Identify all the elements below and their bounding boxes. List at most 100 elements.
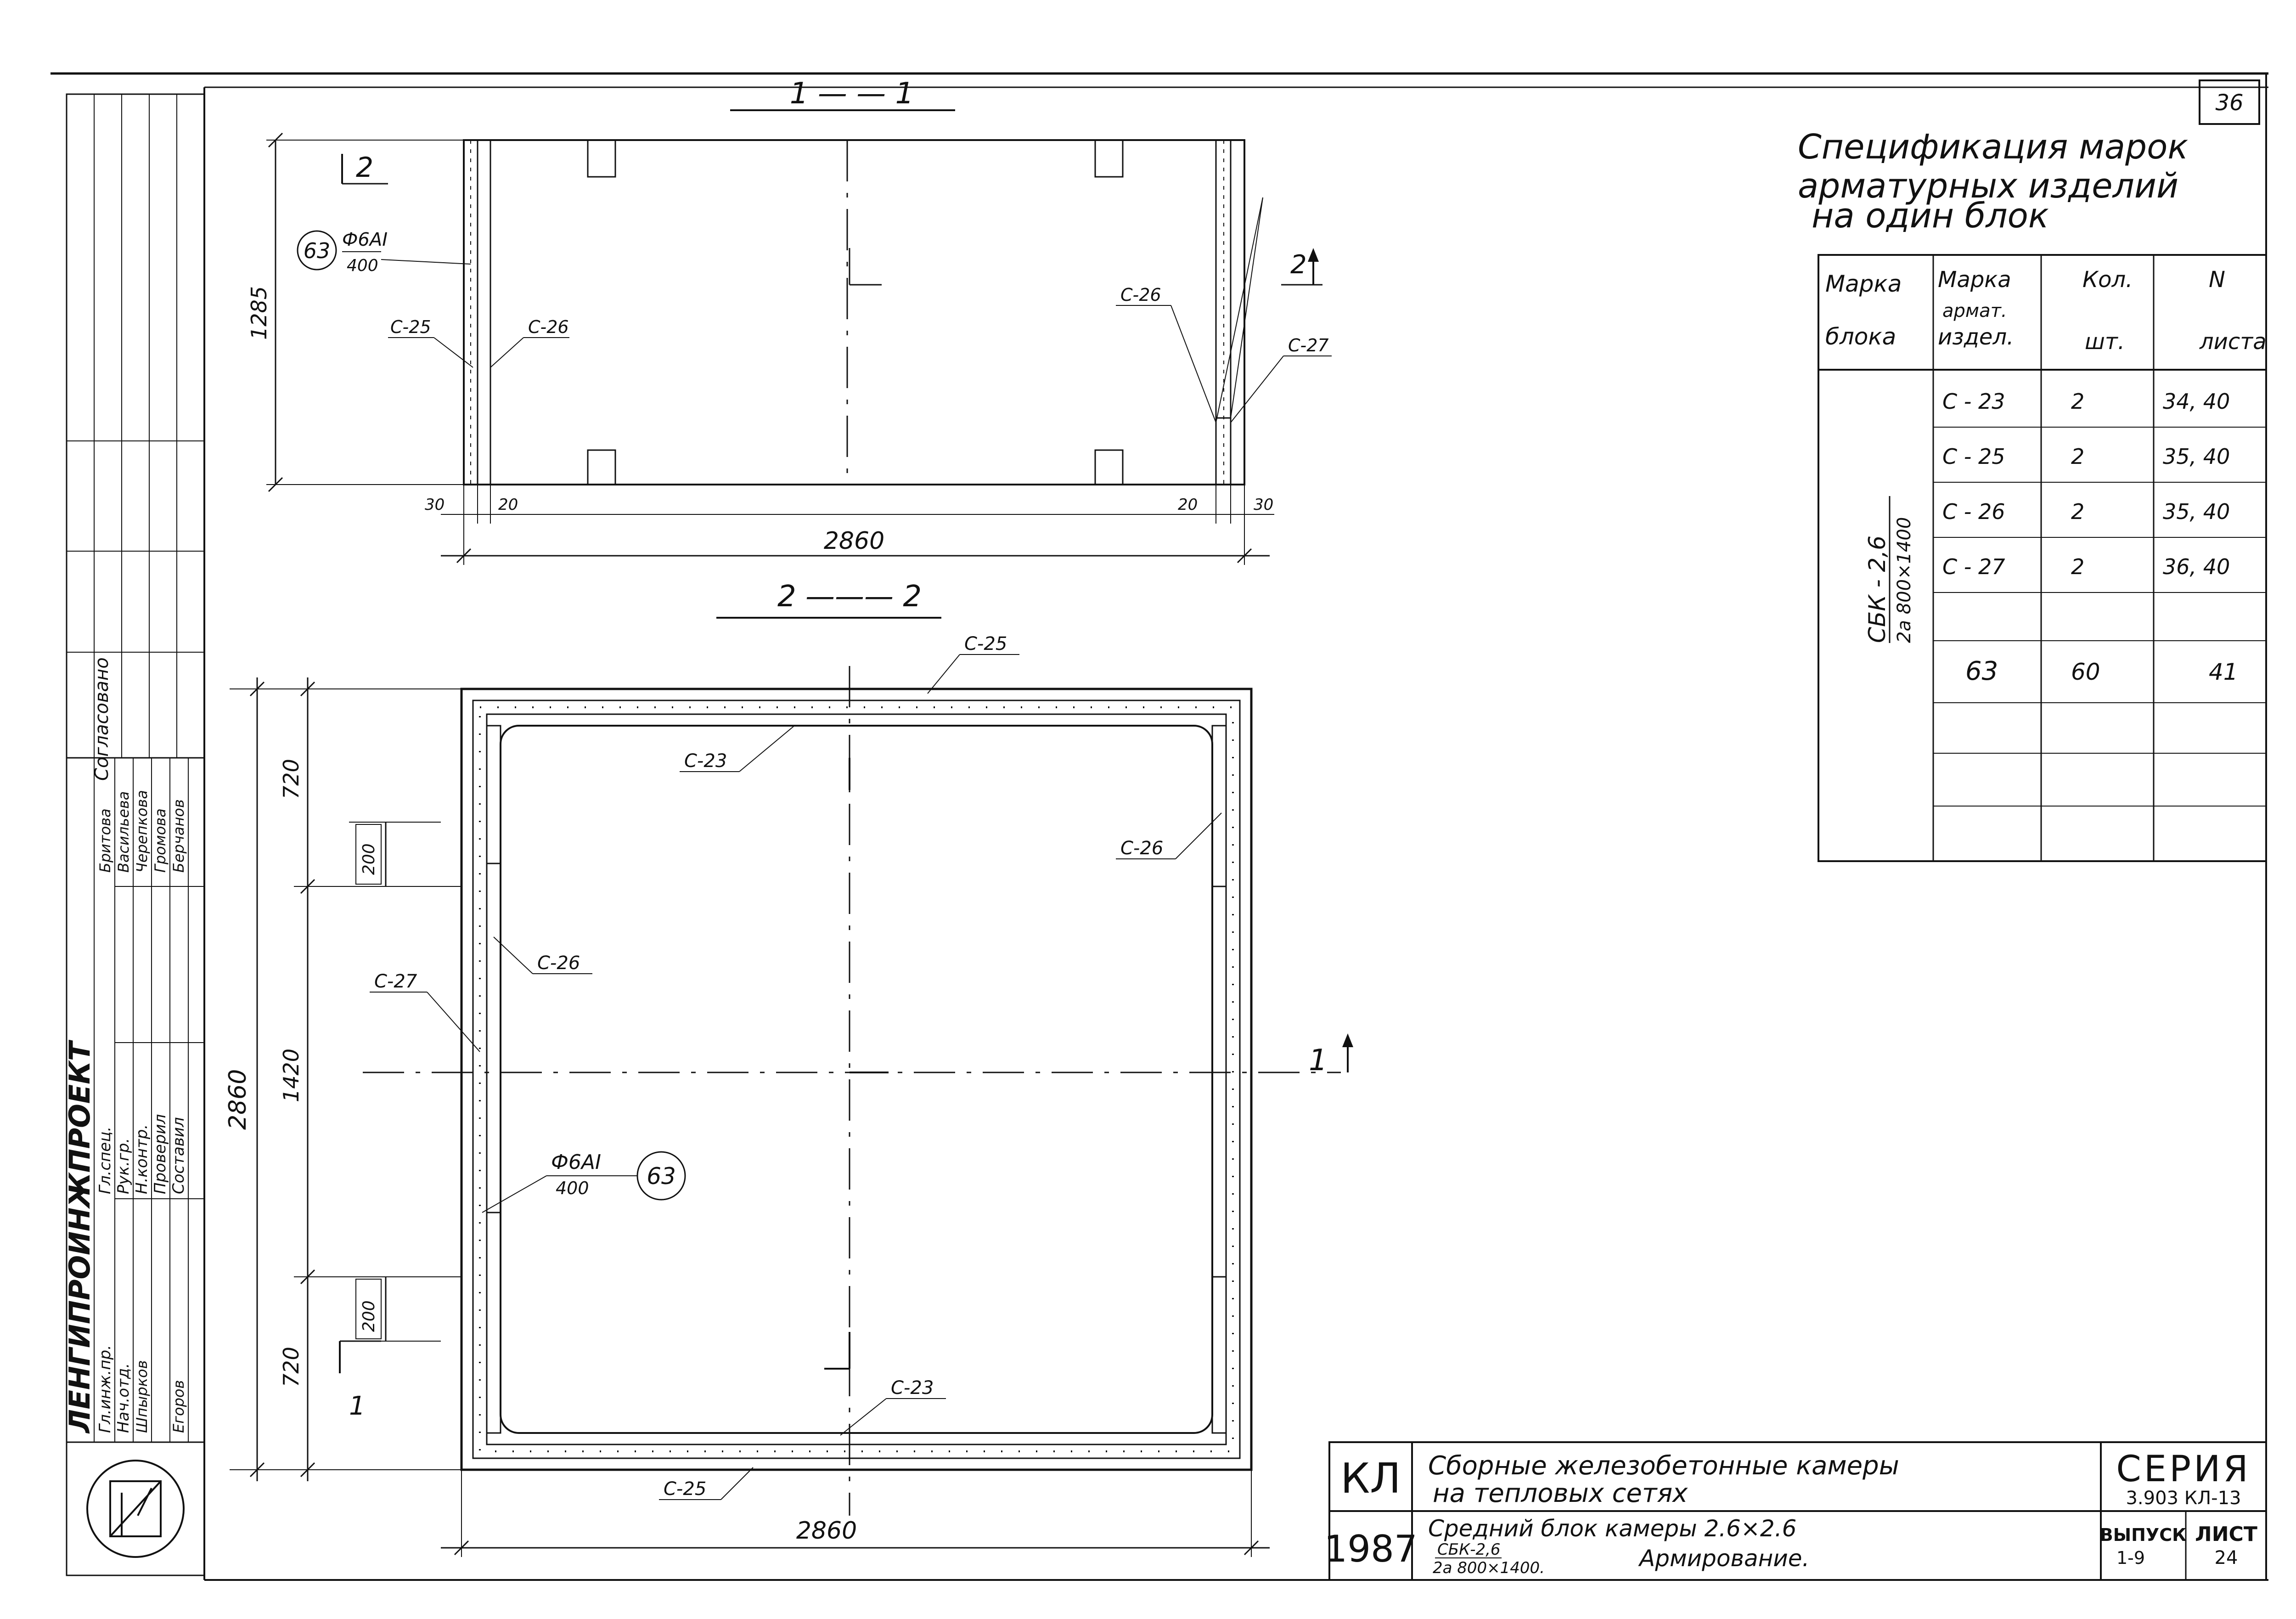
stamp-role-7: Нач.отд. [114,1363,133,1433]
bar-63-len-plan: 400 [556,1178,589,1198]
elev-label-c27: С-27 [1288,335,1329,355]
spec-hdr-block-1: Марка [1825,271,1902,297]
bar-63-bubble-elev [297,230,337,271]
bar-63-num-elev: 63 [304,238,331,263]
elevation-width-dim: 2860 [824,527,884,555]
stamp-name-7: Егоров [170,1380,187,1433]
stamp-name-6: Шпырков [133,1360,151,1433]
spec-r2-item: С - 26 [1942,499,2005,524]
section-mark-1-right: 1 [1309,1044,1328,1077]
side-stamp-frame [66,93,205,1576]
bar-63-len-elev: 400 [347,256,378,275]
spec-hdr-sheet-2: листа [2199,329,2267,355]
plan-dim-1420: 1420 [279,1049,304,1102]
side-stamp: Согласовано ЛЕНГИПРОИНЖПРОЕКТ Гл.спец. Р… [63,93,205,1576]
sheet-number: 36 [2215,90,2243,116]
section-1-1-title: 1 — — 1 [790,77,914,111]
section-2-2: 2 ——— 2 1 1 2860 [224,580,1353,1557]
sheet-number-box [2199,79,2260,125]
section-mark-2-left: 2 [356,152,373,184]
elev-dim-30-right: 30 [1254,496,1273,514]
elev-label-c26-left: С-26 [528,317,569,337]
stamp-name-3: Черепкова [133,790,151,873]
tb-sheet-value: 24 [2215,1547,2238,1568]
elev-label-c25: С-25 [390,317,431,337]
stamp-name-1: Бритова [96,808,114,873]
spec-block-mark-top: СБК - 2,6 [1864,536,1891,643]
elev-dim-20-left: 20 [498,496,518,514]
spec-r0-qty: 2 [2071,389,2084,414]
section-mark-1-left: 1 [349,1391,366,1421]
tb-sub-mark-top: СБК-2,6 [1437,1540,1501,1559]
plan-dim-200-top: 200 [360,843,378,875]
spec-r2-sheet: 35, 40 [2163,499,2230,524]
stamp-organization: ЛЕНГИПРОИНЖПРОЕКТ [63,1039,96,1434]
spec-r0-item: С - 23 [1942,389,2005,414]
spec-hdr-item-1: Марка [1938,267,2011,293]
spec-r5-sheet: 41 [2209,659,2238,685]
spec-r1-qty: 2 [2071,444,2084,469]
stamp-agreed: Согласовано [91,657,113,781]
stamp-name-5: Берчанов [170,799,187,873]
spec-r1-item: С - 25 [1942,444,2005,469]
tb-title-line1: Сборные железобетонные камеры [1428,1451,1899,1481]
title-block: КЛ 1987 Сборные железобетонные камеры на… [1324,1441,2267,1581]
stamp-name-4: Громова [152,808,169,873]
elev-dim-20-right: 20 [1178,496,1198,514]
stamp-role-3: Н.контр. [133,1124,151,1194]
spec-r0-sheet: 34, 40 [2163,389,2230,414]
stamp-role-2: Рук.гр. [114,1138,133,1194]
section-mark-2-right: 2 [1290,250,1307,280]
tb-year: 1987 [1324,1528,1418,1570]
plan-label-c23-bottom: С-23 [891,1377,934,1399]
spec-table: Спецификация марок арматурных изделий на… [1798,127,2267,862]
stamp-role-6: Гл.инж.пр. [96,1345,114,1433]
stamp-name-2: Васильева [115,791,132,873]
plan-outer-outline [460,688,1253,1471]
plan-label-c25-top: С-25 [964,633,1007,654]
bar-63-dia-elev: Ф6АI [342,229,388,250]
tb-issue-label: ВЫПУСК [2100,1525,2186,1545]
plan-label-c26-right: С-26 [1120,838,1163,859]
tb-title-line2: на тепловых сетях [1433,1478,1688,1508]
plan-label-c26-left: С-26 [537,953,580,974]
plan-dim-720-top: 720 [279,759,304,799]
plan-label-c23-top: С-23 [684,750,727,772]
spec-table-frame [1818,254,2267,862]
spec-hdr-block-2: блока [1825,323,1896,350]
spec-block-mark-bottom: 2а 800×1400 [1894,517,1915,643]
tb-sub-line2: Армирование. [1638,1545,1809,1572]
spec-title-line-2: арматурных изделий [1798,166,2178,206]
spec-hdr-qty-2: шт. [2085,329,2125,355]
elevation-outline [463,139,1245,485]
tb-code: КЛ [1340,1455,1401,1503]
spec-r5-qty: 60 [2071,659,2100,685]
spec-hdr-sheet-1: N [2209,267,2225,293]
stamp-role-4: Проверил [151,1114,169,1194]
plan-height-dim: 2860 [224,1069,252,1130]
stamp-role-5: Составил [169,1117,188,1194]
tb-sheet-label: ЛИСТ [2195,1523,2257,1546]
plan-inner-outline [500,725,1213,1434]
spec-r2-qty: 2 [2071,499,2084,524]
plan-dim-720-bottom: 720 [279,1347,304,1387]
elev-dim-30-left: 30 [425,496,445,514]
bar-63-num-plan: 63 [647,1163,676,1190]
spec-r5-item: 63 [1965,656,1998,686]
plan-label-c27: С-27 [374,971,417,992]
spec-title-line-3: на один блок [1812,196,2049,236]
org-emblem-icon [86,1460,185,1558]
spec-r3-qty: 2 [2071,554,2084,579]
spec-hdr-qty-1: Кол. [2082,267,2133,293]
plan-width-dim: 2860 [796,1517,857,1545]
spec-r3-sheet: 36, 40 [2163,554,2230,579]
section-2-2-title: 2 ——— 2 [777,580,922,614]
bar-63-dia-plan: Ф6АI [551,1151,601,1174]
spec-hdr-item-2: армат. [1942,300,2007,322]
stamp-role-1: Гл.спец. [96,1127,114,1194]
section-1-1: 1 — — 1 2 2 1285 [247,77,1332,565]
rebar-dots [479,706,1234,1452]
tb-series-label: СЕРИЯ [2116,1449,2251,1490]
spec-title-line-1: Спецификация марок [1798,127,2188,167]
